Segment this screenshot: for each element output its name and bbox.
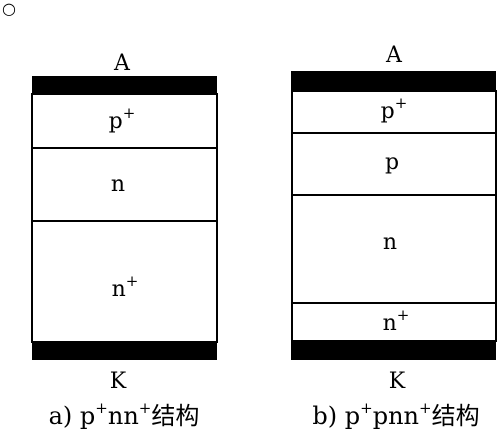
- structure-a-caption-prefix: a): [49, 402, 80, 430]
- structure-b-cathode-contact: [291, 341, 496, 360]
- structure-b-layer-1: [291, 90, 497, 134]
- structure-a-layer-3-label: n+: [112, 272, 139, 302]
- structure-b-layer-2-label: p: [385, 150, 399, 175]
- structure-b-caption-part-1: p: [345, 402, 360, 430]
- structure-a-layer-1-base: p: [109, 109, 123, 134]
- structure-b-caption-prefix: b): [312, 402, 344, 430]
- structure-a-layer-3: [31, 220, 218, 343]
- structure-b-layer-3: [291, 194, 497, 304]
- structure-a: A p+ n n+ K a) p+nn+结构: [31, 51, 218, 430]
- structure-b-layer-3-label: n: [383, 230, 397, 255]
- structure-b-caption-suffix: 结构: [432, 402, 480, 430]
- structure-a-layer-3-base: n: [112, 277, 126, 302]
- structure-b-anode-label: A: [385, 43, 403, 68]
- structure-b-anode-contact: [291, 71, 496, 91]
- structure-a-layer-2-base: n: [111, 172, 125, 197]
- structure-a-layer-2: [31, 147, 218, 222]
- structure-b-layer-4-label: n+: [383, 306, 410, 336]
- structure-a-layer-1-sup: +: [123, 104, 136, 122]
- structure-b-layer-4-base: n: [383, 311, 397, 336]
- structure-b: A p+ p n n+ K b) p+pnn+结构: [291, 43, 497, 430]
- structure-a-cathode-contact: [32, 342, 217, 360]
- structure-a-layer-2-label: n: [111, 172, 125, 197]
- structure-b-caption-part-2: pnn: [373, 402, 419, 430]
- corner-mark: ○: [2, 0, 16, 18]
- structure-a-layer-1: [31, 93, 218, 149]
- structure-b-layer-1-base: p: [381, 99, 395, 124]
- structure-a-cathode-label: K: [110, 369, 127, 394]
- structure-a-caption-part-1: p: [80, 402, 95, 430]
- structure-a-caption-part-2: nn: [108, 402, 139, 430]
- structure-b-layer-4-sup: +: [397, 306, 410, 324]
- structure-a-caption-part-1-sup: +: [95, 399, 108, 417]
- structure-b-layer-1-label: p+: [381, 94, 408, 124]
- structure-a-caption-part-2-sup: +: [139, 399, 152, 417]
- structure-b-caption-part-2-sup: +: [419, 399, 432, 417]
- structure-a-anode-contact: [32, 76, 217, 94]
- structure-b-layer-2: [291, 132, 497, 196]
- structure-b-cathode-label: K: [389, 369, 406, 394]
- structure-b-layer-3-base: n: [383, 230, 397, 255]
- structure-a-layer-1-label: p+: [109, 104, 136, 134]
- structure-a-caption: a) p+nn+结构: [49, 399, 200, 430]
- structure-b-layer-2-base: p: [385, 150, 399, 175]
- structure-a-anode-label: A: [113, 51, 131, 76]
- structure-b-layer-1-sup: +: [395, 94, 408, 112]
- structure-a-layer-3-sup: +: [126, 272, 139, 290]
- structure-b-caption: b) p+pnn+结构: [312, 399, 479, 430]
- structure-b-layer-4: [291, 302, 497, 342]
- structure-b-caption-part-1-sup: +: [360, 399, 373, 417]
- structure-a-caption-suffix: 结构: [151, 402, 199, 430]
